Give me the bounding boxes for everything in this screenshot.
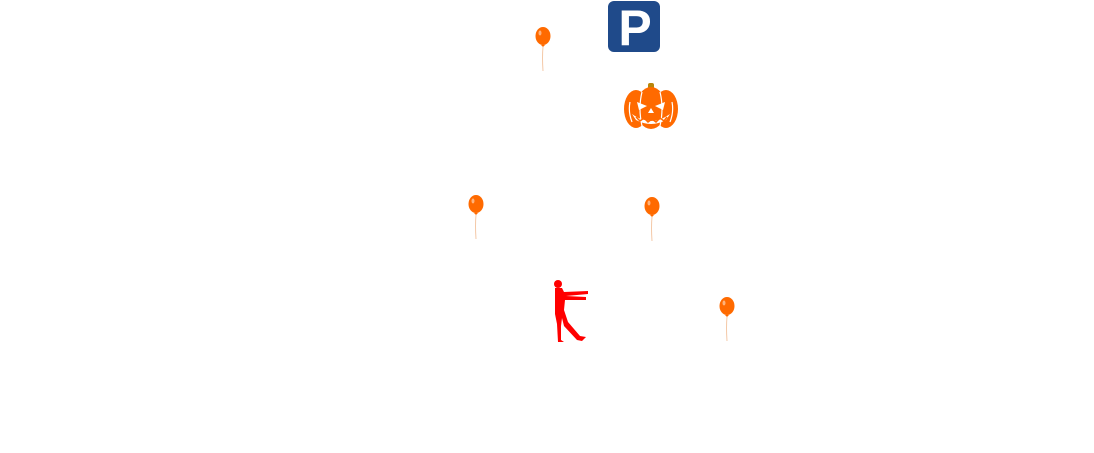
parking-sign[interactable]: P (608, 0, 660, 56)
pumpkin-icon[interactable] (622, 82, 680, 130)
balloon-icon[interactable] (535, 27, 551, 73)
parking-sign-letter: P (618, 0, 652, 56)
balloon-icon[interactable] (644, 197, 660, 243)
balloon-icon[interactable] (719, 297, 735, 343)
balloon-icon[interactable] (468, 195, 484, 241)
zombie-icon[interactable] (552, 280, 590, 344)
